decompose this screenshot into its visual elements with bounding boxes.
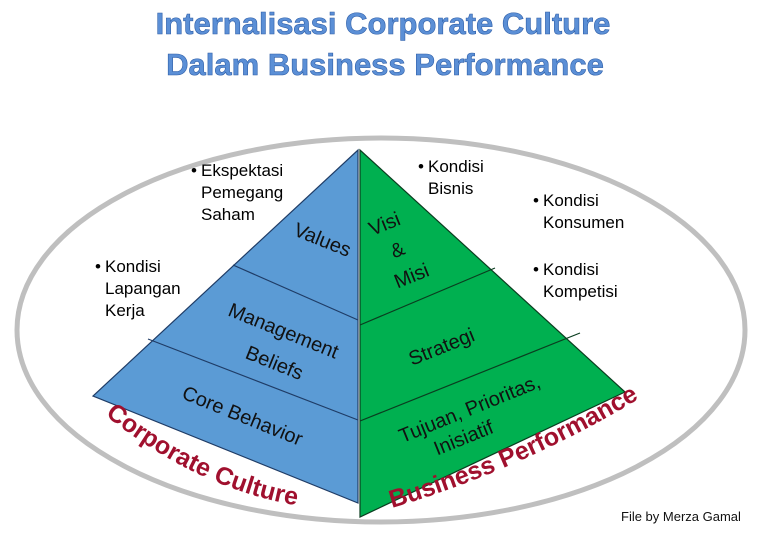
bullet-icon: • (533, 260, 539, 279)
left-divider-1 (232, 264, 359, 321)
left-divider-2 (147, 338, 359, 421)
svg-text:Konsumen: Konsumen (543, 213, 624, 232)
svg-text:Pemegang: Pemegang (201, 183, 283, 202)
bullet-icon: • (533, 191, 539, 210)
svg-text:Bisnis: Bisnis (428, 179, 473, 198)
bullet-icon: • (191, 161, 197, 180)
svg-text:Kerja: Kerja (105, 301, 145, 320)
svg-text:Kondisi: Kondisi (543, 191, 599, 210)
title-line-1: Internalisasi Corporate Culture (156, 6, 611, 41)
bullet-icon: • (95, 257, 101, 276)
svg-text:Ekspektasi: Ekspektasi (201, 161, 283, 180)
note-bisnis: • Kondisi Bisnis (418, 157, 484, 198)
right-divider-1 (359, 267, 496, 326)
title-line-2: Dalam Business Performance (166, 47, 604, 82)
svg-text:Saham: Saham (201, 205, 255, 224)
note-lapangan-kerja: • Kondisi Lapangan Kerja (95, 257, 181, 320)
note-kompetisi: • Kondisi Kompetisi (533, 260, 618, 301)
right-pyramid-face (359, 148, 627, 518)
credit-text: File by Merza Gamal (621, 509, 741, 524)
bullet-icon: • (418, 157, 424, 176)
corporate-culture-pyramid: Values Management Beliefs Core Behavior (91, 148, 359, 504)
right-divider-2 (359, 332, 581, 422)
note-ekspektasi: • Ekspektasi Pemegang Saham (191, 161, 283, 224)
svg-text:Kompetisi: Kompetisi (543, 282, 618, 301)
outer-ellipse (14, 135, 748, 525)
left-pyramid-face (91, 148, 359, 504)
note-konsumen: • Kondisi Konsumen (533, 191, 624, 232)
business-performance-pyramid: Visi & Misi Strategi Tujuan, Prioritas, … (359, 148, 627, 518)
svg-text:Kondisi: Kondisi (105, 257, 161, 276)
svg-text:Lapangan: Lapangan (105, 279, 181, 298)
svg-text:Kondisi: Kondisi (543, 260, 599, 279)
svg-text:Kondisi: Kondisi (428, 157, 484, 176)
